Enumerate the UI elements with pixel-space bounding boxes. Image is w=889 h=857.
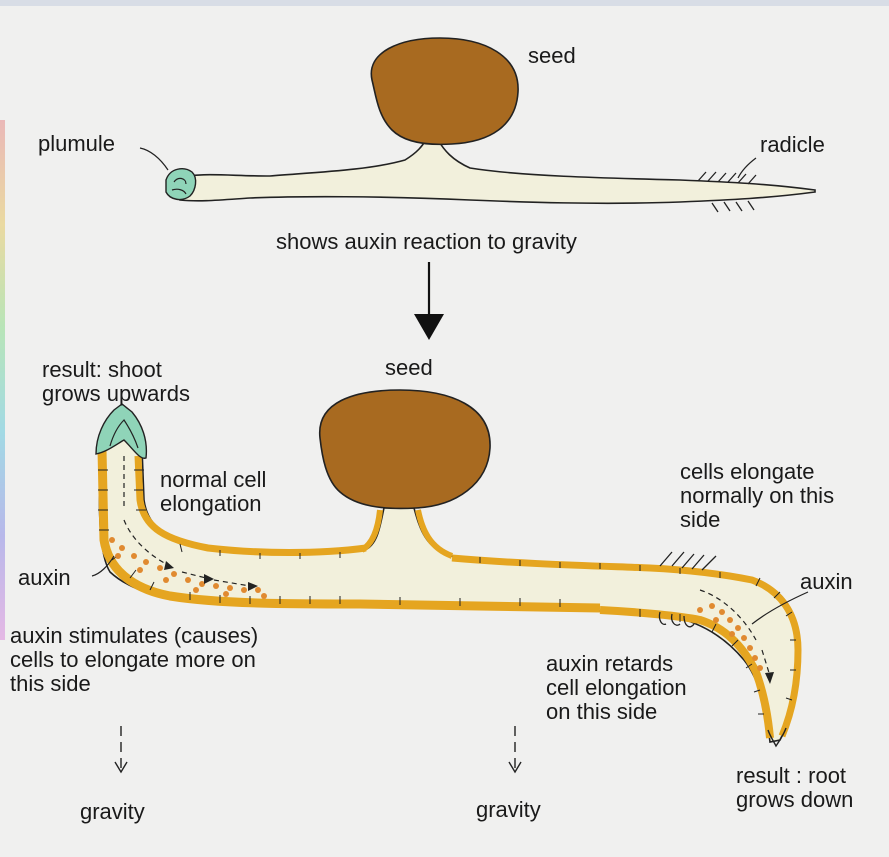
label-seed-bottom: seed [385,356,433,380]
radicle-leader [738,158,756,178]
bottom-seed [320,390,490,508]
top-seedling-body [178,140,815,203]
label-result-root: result : root grows down [736,764,853,812]
top-seed [371,38,518,144]
label-result-shoot: result: shoot grows upwards [42,358,190,406]
label-gravity-mid: gravity [476,798,541,822]
gravity-arrow-left [115,726,127,772]
top-plumule [166,169,196,200]
top-seedling [140,38,815,212]
gravity-arrow-mid [509,726,521,772]
label-auxin-right: auxin [800,570,853,594]
label-plumule: plumule [38,132,115,156]
label-cells-elongate: cells elongate normally on this side [680,460,834,532]
label-auxin-left: auxin [18,566,71,590]
label-auxin-stimulates: auxin stimulates (causes) cells to elong… [10,624,258,696]
label-radicle: radicle [760,133,825,157]
label-caption: shows auxin reaction to gravity [276,230,577,254]
plumule-leader [140,148,168,170]
label-seed-top: seed [528,44,576,68]
label-normal-cell: normal cell elongation [160,468,266,516]
label-auxin-retards: auxin retards cell elongation on this si… [546,652,687,724]
label-gravity-left: gravity [80,800,145,824]
transition-arrow [414,262,444,340]
